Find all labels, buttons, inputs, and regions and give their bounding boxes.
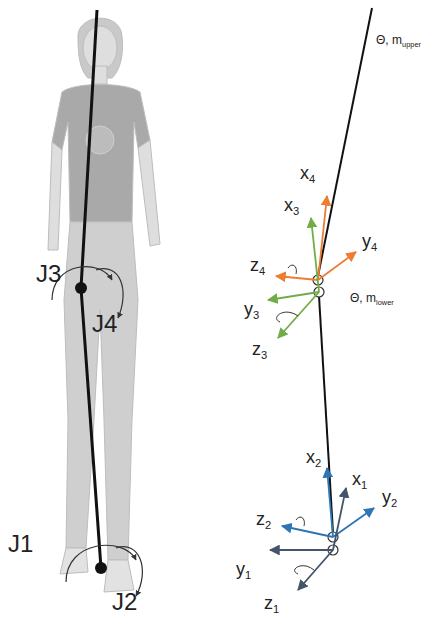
axis-label: z3 bbox=[252, 340, 267, 358]
axis-label: J4 bbox=[92, 312, 117, 336]
axis-label: y1 bbox=[236, 560, 251, 578]
axis-label: x4 bbox=[300, 164, 315, 182]
axis-label: x3 bbox=[284, 196, 299, 214]
axis-label: x1 bbox=[352, 470, 367, 488]
axis-label: z4 bbox=[250, 256, 265, 274]
axis-label: Θ, mlower bbox=[350, 292, 394, 304]
axis-label: J3 bbox=[36, 262, 61, 286]
axis-label: y3 bbox=[244, 300, 259, 318]
axis-label: y2 bbox=[382, 488, 397, 506]
axis-label: z1 bbox=[264, 594, 279, 612]
axis-label: J2 bbox=[112, 590, 137, 614]
axis-label: y4 bbox=[362, 232, 377, 250]
axis-label: Θ, mupper bbox=[376, 34, 421, 46]
axis-label: x2 bbox=[306, 448, 321, 466]
axis-label: J1 bbox=[8, 532, 33, 556]
axis-label: z2 bbox=[256, 510, 271, 528]
